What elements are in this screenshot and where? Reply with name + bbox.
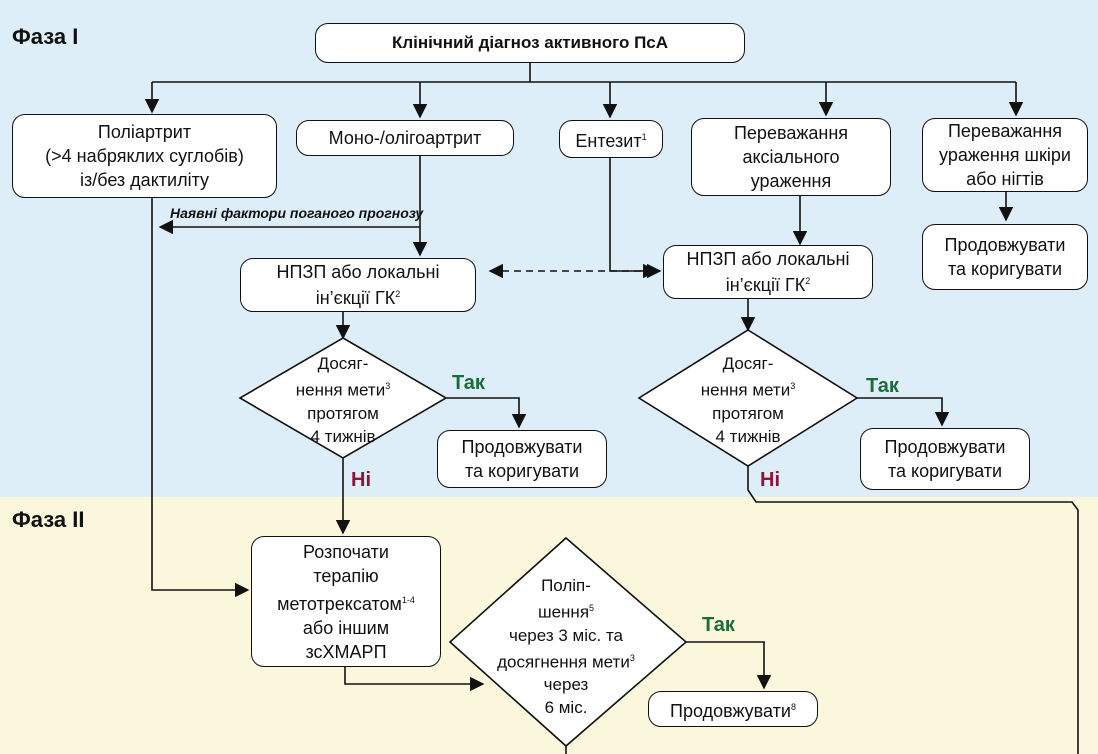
decision-diamond-left (238, 337, 448, 459)
phase-1-band (0, 0, 1098, 497)
diagnosis-text: Клінічний діагноз активного ПсА (391, 33, 669, 52)
continue-left-line-1: Продовжувати (461, 437, 583, 457)
continue-skin-line-2: та коригувати (947, 259, 1063, 279)
start-mtx-box: Розпочати терапію метотрексатом1-4 або і… (251, 536, 441, 667)
continue-skin-line-1: Продовжувати (944, 235, 1066, 255)
yes-label-left: Так (452, 372, 485, 394)
continue-adjust-right-box: Продовжувати та коригувати (860, 428, 1030, 490)
polyarthritis-line-2: (>4 набряклих суглобів) (45, 146, 244, 166)
axial-box: Переважання аксіального ураження (691, 118, 891, 196)
nsaid-right-box: НПЗП або локальні ін’єкції ГК2 (663, 245, 873, 299)
enthesitis-text: Ентезит1 (575, 131, 647, 151)
nsaid-left-line-1: НПЗП або локальні (276, 262, 440, 282)
decision-diamond-phase2 (448, 536, 688, 748)
enthesitis-box: Ентезит1 (559, 120, 663, 158)
polyarthritis-line-3: із/без дактиліту (79, 170, 210, 190)
axial-line-1: Переважання (733, 123, 849, 143)
start-mtx-line-4: або іншим (302, 617, 390, 638)
decision-diamond-right (637, 329, 859, 467)
continue-right-line-1: Продовжувати (884, 437, 1006, 457)
nsaid-left-box: НПЗП або локальні ін’єкції ГК2 (240, 258, 476, 312)
poor-prognosis-label: Наявні фактори поганого прогнозу (170, 205, 424, 221)
polyarthritis-line-1: Поліартрит (97, 122, 192, 142)
start-mtx-line-1: Розпочати (303, 541, 389, 562)
axial-line-2: аксіального (742, 147, 840, 167)
yes-label-right: Так (866, 375, 899, 397)
decision-right-text: Досяг- нення мети3 протягом 4 тижнів (700, 354, 796, 446)
continue-final-box: Продовжувати8 (648, 691, 818, 727)
no-label-right: Ні (760, 469, 780, 491)
start-mtx-line-2: терапію (313, 565, 379, 586)
continue-final-text: Продовжувати8 (670, 701, 796, 721)
skin-nails-line-2: ураження шкіри (939, 145, 1071, 165)
mono-oligo-text: Моно-/олігоартрит (328, 128, 482, 148)
decision-phase2-text: Поліп- шення5 через 3 міс. та досягнення… (497, 576, 635, 718)
decision-left-text: Досяг- нення мети3 протягом 4 тижнів (295, 354, 391, 446)
nsaid-left-line-2: ін’єкції ГК2 (315, 288, 401, 308)
start-mtx-line-3: метотрексатом1-4 (277, 593, 415, 614)
yes-label-phase2: Так (702, 614, 735, 636)
axial-line-3: ураження (750, 171, 832, 191)
skin-nails-line-3: або нігтів (966, 169, 1044, 189)
nsaid-right-line-1: НПЗП або локальні (686, 249, 850, 269)
phase-1-label: Фаза I (12, 24, 79, 49)
phase-2-label: Фаза II (12, 507, 85, 532)
continue-right-line-2: та коригувати (887, 461, 1003, 481)
skin-nails-line-1: Переважання (947, 121, 1063, 141)
continue-left-line-2: та коригувати (464, 461, 580, 481)
continue-adjust-skin-box: Продовжувати та коригувати (922, 224, 1088, 290)
nsaid-right-line-2: ін’єкції ГК2 (725, 275, 811, 295)
skin-nails-box: Переважання ураження шкіри або нігтів (922, 118, 1088, 192)
start-mtx-line-5: зсХМАРП (305, 641, 387, 662)
mono-oligo-box: Моно-/олігоартрит (296, 120, 514, 156)
no-label-left: Ні (351, 469, 371, 491)
continue-adjust-left-box: Продовжувати та коригувати (437, 430, 607, 488)
diagnosis-box: Клінічний діагноз активного ПсА (315, 23, 745, 63)
polyarthritis-box: Поліартрит (>4 набряклих суглобів) із/бе… (12, 114, 277, 198)
